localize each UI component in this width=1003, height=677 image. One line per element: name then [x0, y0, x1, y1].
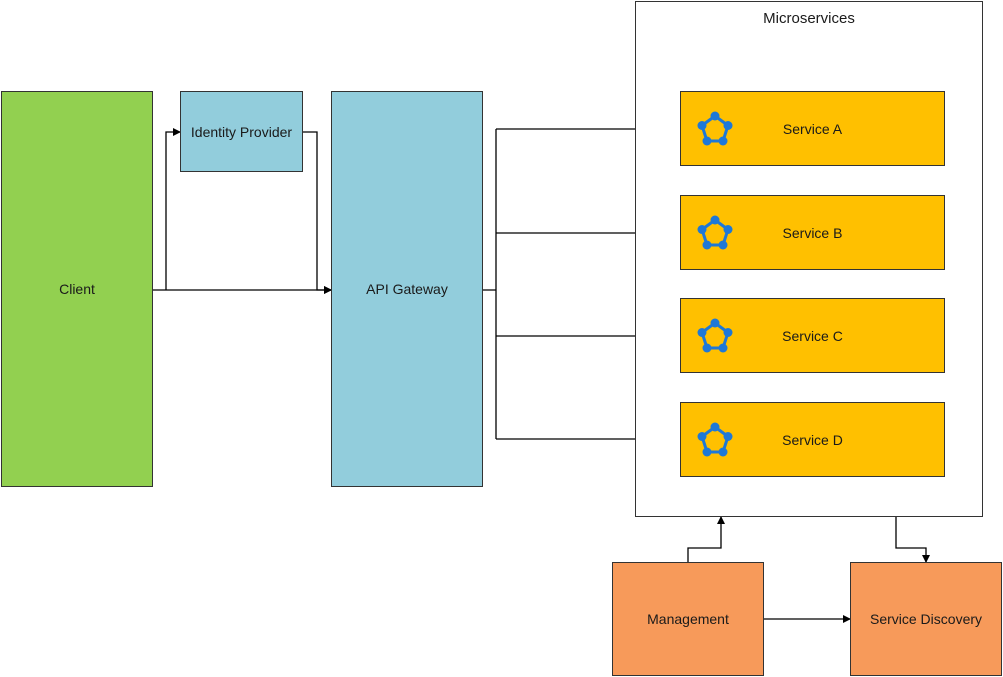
service-node-icon [697, 215, 733, 250]
client-label: Client [59, 281, 95, 297]
identity-provider-label: Identity Provider [190, 123, 293, 140]
service-node-icon [697, 422, 733, 457]
client-node[interactable]: Client [1, 91, 153, 487]
gateway-bus-line [483, 129, 497, 439]
service-c-node[interactable]: Service C [680, 298, 945, 373]
management-label: Management [647, 611, 729, 627]
identity-provider-node[interactable]: Identity Provider [180, 91, 303, 172]
service-node-icon [697, 111, 733, 146]
service-d-label: Service D [782, 431, 843, 448]
service-a-label: Service A [782, 120, 843, 137]
service-node-icon [697, 318, 733, 353]
management-node[interactable]: Management [612, 562, 764, 676]
service-c-label: Service C [782, 327, 843, 344]
api-gateway-label: API Gateway [366, 281, 448, 297]
service-d-node[interactable]: Service D [680, 402, 945, 477]
service-discovery-node[interactable]: Service Discovery [850, 562, 1002, 676]
service-a-node[interactable]: Service A [680, 91, 945, 166]
idp-to-gateway-arrow [303, 131, 332, 294]
api-gateway-node[interactable]: API Gateway [331, 91, 483, 487]
service-b-label: Service B [782, 224, 843, 241]
service-b-node[interactable]: Service B [680, 195, 945, 270]
client-to-idp-arrow [165, 128, 181, 290]
microservices-to-discovery-arrow [895, 517, 930, 563]
management-to-microservices-arrow [687, 516, 725, 562]
service-discovery-label: Service Discovery [869, 611, 983, 627]
microservices-title: Microservices [763, 10, 855, 27]
